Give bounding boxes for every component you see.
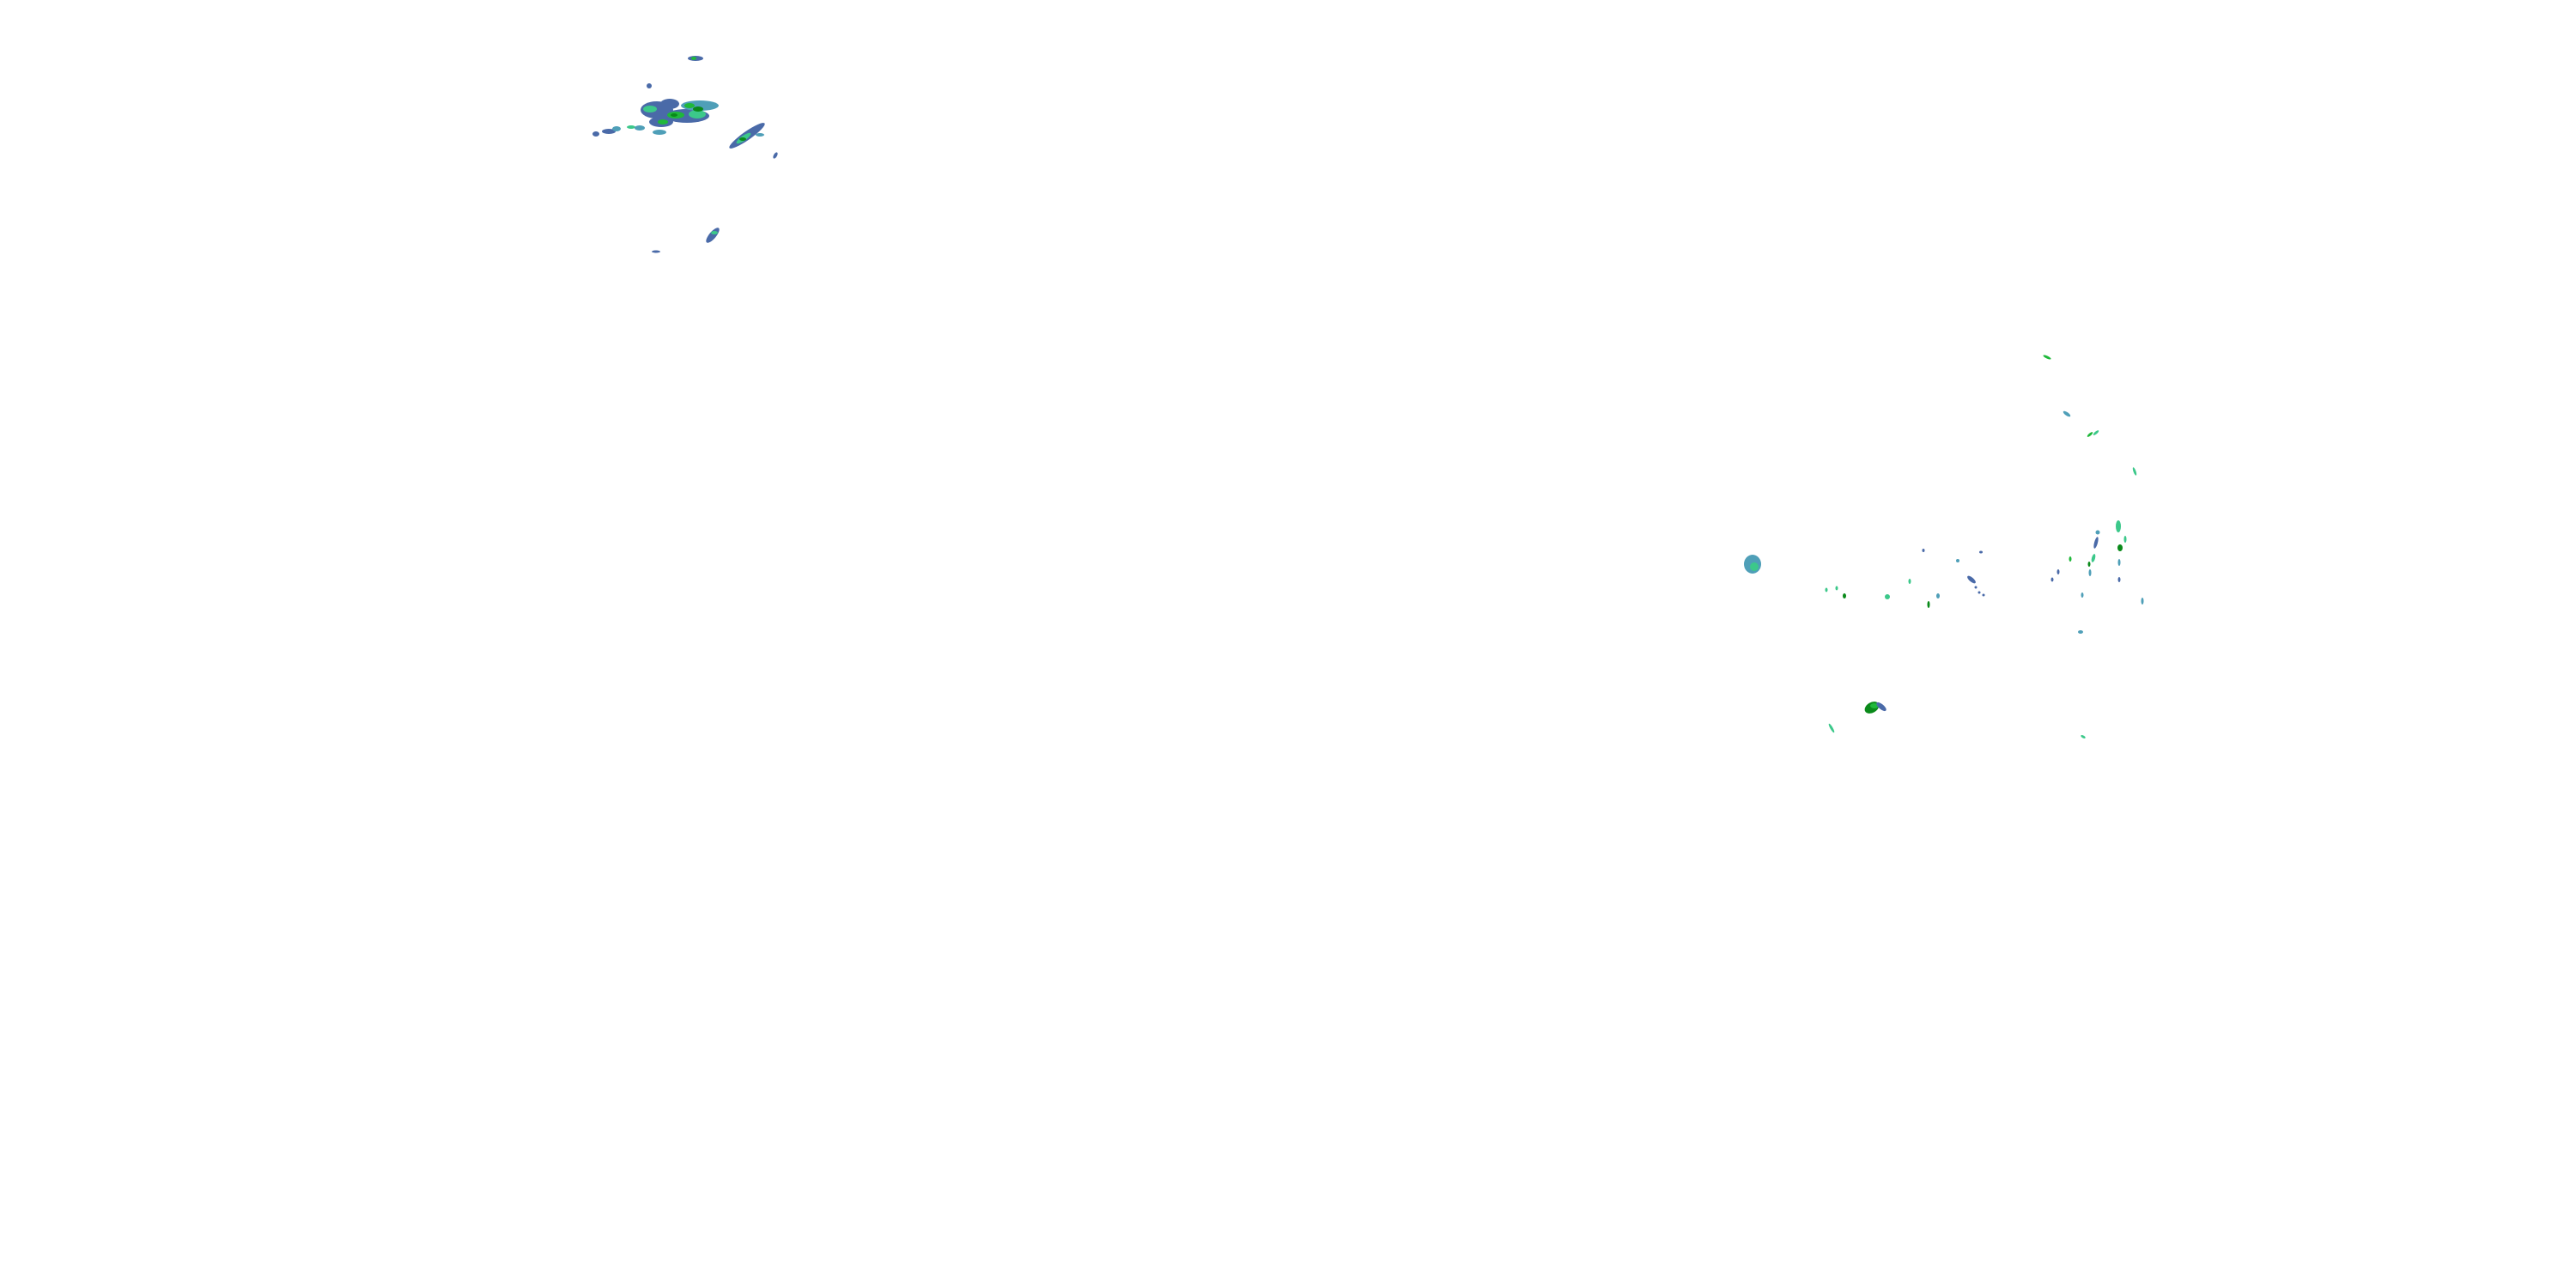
precipitation-echo	[1828, 723, 1835, 733]
precipitation-echo	[2116, 520, 2121, 532]
precipitation-echo	[653, 130, 666, 135]
precipitation-echo	[2093, 430, 2099, 435]
precipitation-echo	[647, 83, 652, 88]
precipitation-echo	[2063, 410, 2071, 417]
precipitation-echo	[756, 133, 764, 137]
precipitation-echo	[1979, 550, 1983, 554]
precipitation-echo	[643, 106, 657, 112]
precipitation-echo	[1885, 594, 1890, 599]
precipitation-echo	[635, 125, 645, 131]
precipitation-echo	[2141, 598, 2144, 605]
precipitation-echo	[2057, 569, 2060, 574]
precipitation-echo	[2117, 559, 2121, 566]
precipitation-echo	[652, 250, 660, 253]
precipitation-echo	[2117, 544, 2123, 551]
precipitation-echo	[691, 57, 696, 60]
precipitation-echo	[658, 119, 668, 125]
precipitation-echo	[2117, 577, 2121, 582]
northwest-echo-cluster	[592, 56, 778, 253]
precipitation-echo	[2050, 577, 2054, 582]
precipitation-echo	[711, 231, 718, 234]
precipitation-echo	[1750, 562, 1759, 571]
precipitation-echo	[684, 103, 695, 108]
precipitation-echo	[592, 131, 599, 137]
precipitation-echo	[671, 113, 677, 117]
precipitation-echo	[2043, 355, 2051, 360]
precipitation-echo	[2091, 554, 2096, 562]
precipitation-echo	[1967, 575, 1976, 584]
precipitation-echo	[2069, 556, 2072, 562]
precipitation-echo	[689, 110, 706, 118]
precipitation-echo	[2088, 569, 2092, 576]
precipitation-echo	[660, 99, 679, 109]
precipitation-echo	[739, 137, 746, 141]
precipitation-echo	[2087, 562, 2091, 567]
precipitation-echo	[2078, 630, 2083, 634]
precipitation-echo	[706, 228, 720, 243]
precipitation-echo	[1835, 586, 1838, 591]
precipitation-echo	[2081, 592, 2084, 598]
precipitation-echo	[1978, 591, 1981, 594]
precipitation-echo	[1908, 579, 1911, 584]
precipitation-echo	[1974, 586, 1978, 589]
precipitation-echo	[1982, 593, 1985, 597]
precipitation-echo	[1927, 601, 1930, 608]
precipitation-echo	[2132, 467, 2137, 476]
precipitation-echo	[1922, 549, 1925, 552]
precipitation-echo	[773, 152, 778, 159]
precipitation-echo	[2095, 530, 2100, 535]
precipitation-echo	[2093, 537, 2099, 549]
precipitation-echo	[612, 126, 621, 131]
precipitation-echo	[2087, 432, 2093, 437]
precipitation-echo	[1825, 587, 1828, 592]
precipitation-echo	[1876, 702, 1886, 712]
precipitation-echo	[1956, 559, 1959, 562]
precipitation-echo	[2081, 735, 2086, 738]
precipitation-echo	[627, 125, 635, 129]
precipitation-echo	[1936, 593, 1940, 598]
precipitation-echo	[693, 106, 703, 112]
east-echo-cluster	[1744, 355, 2144, 738]
precipitation-echo	[1843, 593, 1846, 598]
precipitation-echo	[2123, 536, 2127, 543]
precipitation-echo	[681, 100, 719, 111]
precipitation-echo	[602, 129, 616, 134]
